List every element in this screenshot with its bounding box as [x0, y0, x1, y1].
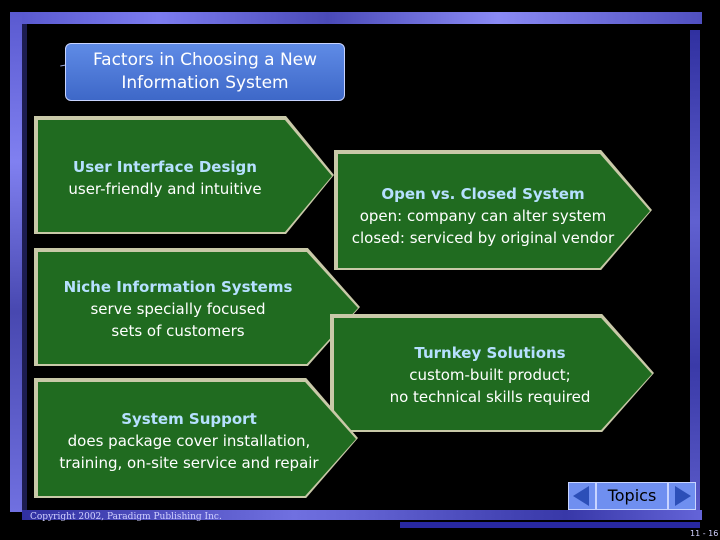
factor-detail: sets of customers [111, 322, 245, 340]
factor-detail: training, on-site service and repair [59, 454, 319, 472]
factor-heading: Niche Information Systems [63, 278, 293, 296]
frame-bottom-accent [400, 522, 700, 528]
factor-heading: Turnkey Solutions [414, 344, 566, 362]
factor-detail: no technical skills required [389, 388, 591, 406]
slide-title: Factors in Choosing a New Information Sy… [65, 43, 345, 101]
factor-detail: user-friendly and intuitive [68, 180, 262, 198]
factor-heading: Open vs. Closed System [381, 185, 585, 203]
factor-open-closed: Open vs. Closed System open: company can… [334, 150, 652, 270]
frame-top-bar [22, 12, 702, 24]
factor-system-support: System Support does package cover instal… [34, 378, 358, 498]
topics-button[interactable]: Topics [596, 482, 668, 510]
factor-detail: serve specially focused [90, 300, 266, 318]
frame-left-bar [10, 12, 22, 512]
factor-turnkey: Turnkey Solutions custom-built product; … [330, 314, 654, 432]
factor-detail: does package cover installation, [67, 432, 311, 450]
previous-slide-button[interactable] [568, 482, 596, 510]
factor-detail: custom-built product; [409, 366, 571, 384]
factor-niche-systems: Niche Information Systems serve speciall… [34, 248, 360, 366]
factor-detail: closed: serviced by original vendor [351, 229, 615, 247]
factor-heading: User Interface Design [73, 158, 257, 176]
slide-title-line1: Factors in Choosing a New [92, 50, 318, 70]
factor-detail: open: company can alter system [359, 207, 607, 225]
copyright-text: Copyright 2002, Paradigm Publishing Inc. [30, 512, 222, 522]
next-slide-button[interactable] [668, 482, 696, 510]
factor-heading: System Support [121, 410, 257, 428]
factor-user-interface: User Interface Design user-friendly and … [34, 116, 334, 234]
page-number: 11 - 16 [690, 529, 719, 538]
frame-right-bar [690, 30, 700, 510]
slide-title-line2: Information System [121, 73, 289, 93]
frame-bottom-bar [22, 510, 702, 520]
frame-left-inner [22, 24, 27, 512]
